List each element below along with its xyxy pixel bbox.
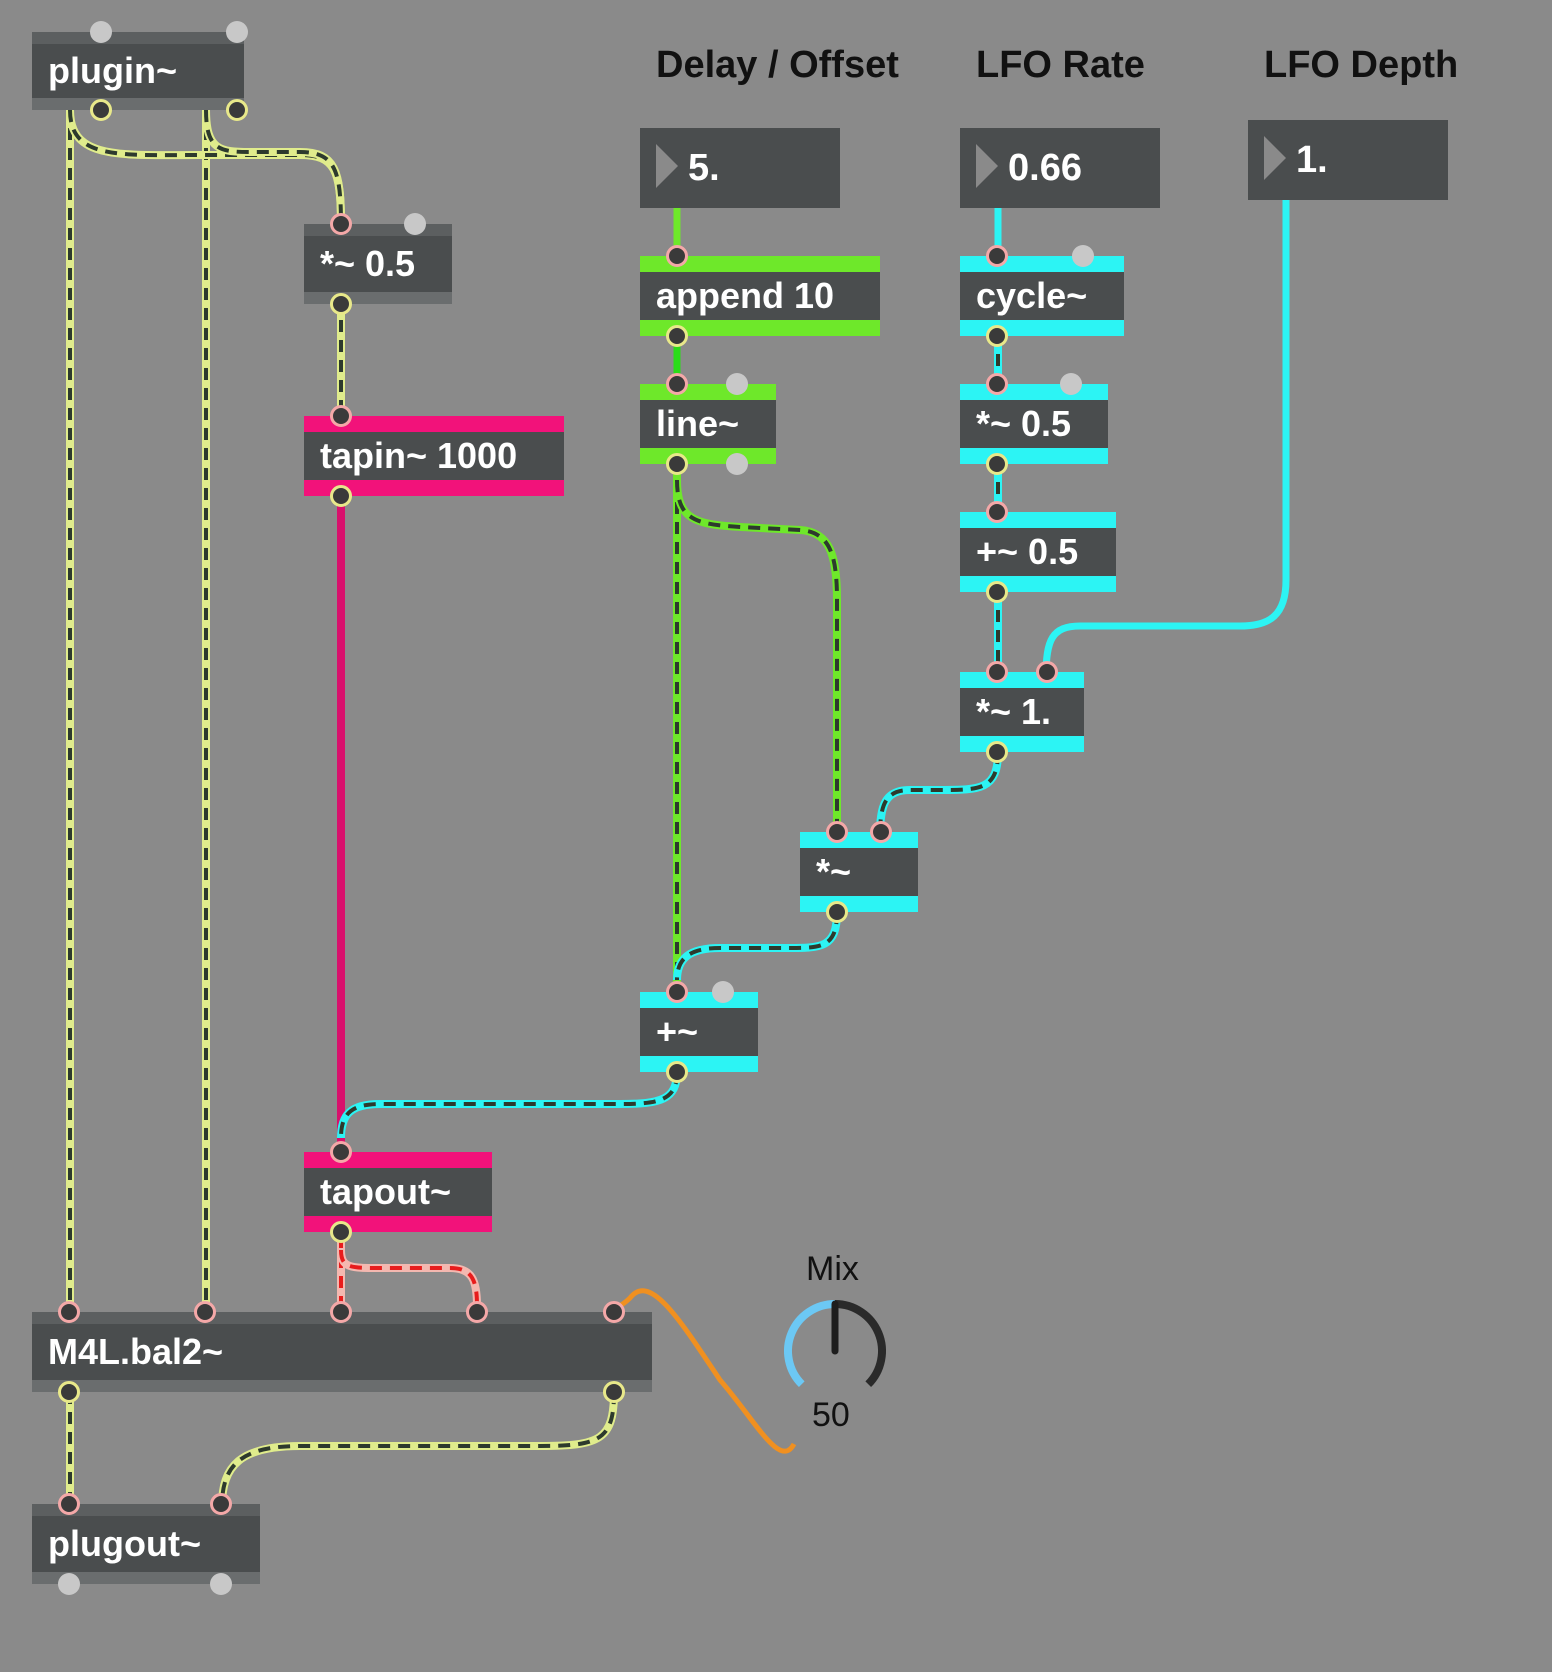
plugin-outlet-left[interactable] [90, 99, 112, 121]
add-lfo-label: +~ 0.5 [976, 531, 1079, 572]
mix-dial[interactable] [780, 1296, 890, 1406]
bal-inlet-5[interactable] [603, 1301, 625, 1323]
bal-inlet-1[interactable] [58, 1301, 80, 1323]
mul-input-label: *~ 0.5 [320, 243, 416, 284]
number-delay[interactable]: 5. [640, 128, 840, 208]
plugin-gray-inlet-1 [90, 21, 112, 43]
cycle-inlet[interactable] [986, 245, 1008, 267]
cord-muldepth-mulmod [876, 751, 1002, 837]
mul-mod-outlet[interactable] [826, 901, 848, 923]
dial-label: Mix [806, 1250, 859, 1288]
bal-outlet-right[interactable] [603, 1381, 625, 1403]
cycle-label: cycle~ [976, 275, 1088, 316]
cord-plugin-mul [66, 109, 345, 226]
bal-outlet-left[interactable] [58, 1381, 80, 1403]
cord-line-mulmod [673, 479, 841, 836]
mul-lfo-label: *~ 0.5 [976, 403, 1072, 444]
mul-depth-label: *~ 1. [976, 691, 1052, 732]
tapin-outlet[interactable] [330, 485, 352, 507]
cycle-outlet[interactable] [986, 325, 1008, 347]
number-rate[interactable]: 0.66 [960, 128, 1160, 208]
mul-depth-inlet-right[interactable] [1036, 661, 1058, 683]
dial-fill [784, 1300, 836, 1388]
number-rate-triangle-icon [976, 144, 998, 188]
mul-lfo-object[interactable]: *~ 0.5 [960, 373, 1108, 475]
cord-bal-plugout-r [218, 1391, 618, 1507]
mul-mod-inlet-right[interactable] [870, 821, 892, 843]
append-label: append 10 [656, 275, 835, 316]
tapout-outlet[interactable] [330, 1221, 352, 1243]
plugout-gray-outlet-1 [58, 1573, 80, 1595]
mul-depth-inlet-left[interactable] [986, 661, 1008, 683]
tapin-inlet[interactable] [330, 405, 352, 427]
cycle-object[interactable]: cycle~ [960, 245, 1124, 347]
comment-lfo-depth: LFO Depth [1264, 44, 1459, 86]
plugout-inlet-right[interactable] [210, 1493, 232, 1515]
add-mod-inlet[interactable] [666, 981, 688, 1003]
mul-lfo-gray-inlet [1060, 373, 1082, 395]
mul-mod-object[interactable]: *~ [800, 821, 918, 923]
line-outlet[interactable] [666, 453, 688, 475]
append-inlet[interactable] [666, 245, 688, 267]
bal-inlet-3[interactable] [330, 1301, 352, 1323]
number-delay-triangle-icon [656, 144, 678, 188]
tapin-label: tapin~ 1000 [320, 435, 518, 476]
number-depth-triangle-icon [1264, 136, 1286, 180]
mul-depth-object[interactable]: *~ 1. [960, 661, 1084, 763]
add-mod-outlet[interactable] [666, 1061, 688, 1083]
bal-inlet-2[interactable] [194, 1301, 216, 1323]
cord-add-tapout [337, 1071, 681, 1139]
plugin-outlet-right[interactable] [226, 99, 248, 121]
number-rate-value: 0.66 [1008, 146, 1082, 189]
cord-mulmod-add [673, 911, 841, 981]
add-lfo-outlet[interactable] [986, 581, 1008, 603]
cord-tapout-bal [337, 1236, 481, 1307]
plugin-label: plugin~ [48, 50, 177, 91]
bal-label: M4L.bal2~ [48, 1331, 224, 1372]
number-depth[interactable]: 1. [1248, 120, 1448, 200]
tapout-object[interactable]: tapout~ [304, 1141, 492, 1243]
append-outlet[interactable] [666, 325, 688, 347]
bal-object[interactable]: M4L.bal2~ [32, 1301, 652, 1403]
plugout-inlet-left[interactable] [58, 1493, 80, 1515]
line-gray-inlet [726, 373, 748, 395]
dial-value: 50 [812, 1396, 850, 1434]
tapout-label: tapout~ [320, 1171, 451, 1212]
mul-lfo-outlet[interactable] [986, 453, 1008, 475]
tapin-object[interactable]: tapin~ 1000 [304, 405, 564, 507]
comment-lfo-rate: LFO Rate [976, 44, 1145, 86]
add-lfo-object[interactable]: +~ 0.5 [960, 501, 1116, 603]
mul-input-object[interactable]: *~ 0.5 [304, 213, 452, 315]
add-lfo-inlet[interactable] [986, 501, 1008, 523]
line-gray-outlet [726, 453, 748, 475]
mul-mod-inlet-left[interactable] [826, 821, 848, 843]
dial-track [834, 1300, 886, 1388]
cycle-gray-inlet [1072, 245, 1094, 267]
add-mod-label: +~ [656, 1011, 699, 1052]
comment-delay-offset: Delay / Offset [656, 44, 899, 86]
line-inlet[interactable] [666, 373, 688, 395]
number-delay-value: 5. [688, 146, 720, 189]
plugout-label: plugout~ [48, 1523, 201, 1564]
bal-inlet-4[interactable] [466, 1301, 488, 1323]
mul-lfo-inlet[interactable] [986, 373, 1008, 395]
add-mod-object[interactable]: +~ [640, 981, 758, 1083]
mul-input-outlet[interactable] [330, 293, 352, 315]
mul-input-gray-inlet [404, 213, 426, 235]
line-object[interactable]: line~ [640, 373, 776, 475]
plugout-gray-outlet-2 [210, 1573, 232, 1595]
plugin-object[interactable]: plugin~ [32, 21, 248, 121]
add-mod-gray-inlet [712, 981, 734, 1003]
tapout-inlet[interactable] [330, 1141, 352, 1163]
mul-depth-outlet[interactable] [986, 741, 1008, 763]
number-depth-value: 1. [1296, 138, 1328, 181]
plugout-object[interactable]: plugout~ [32, 1493, 260, 1595]
plugin-gray-inlet-2 [226, 21, 248, 43]
append-object[interactable]: append 10 [640, 245, 880, 347]
line-label: line~ [656, 403, 740, 444]
mul-input-inlet[interactable] [330, 213, 352, 235]
mul-mod-label: *~ [816, 851, 852, 892]
